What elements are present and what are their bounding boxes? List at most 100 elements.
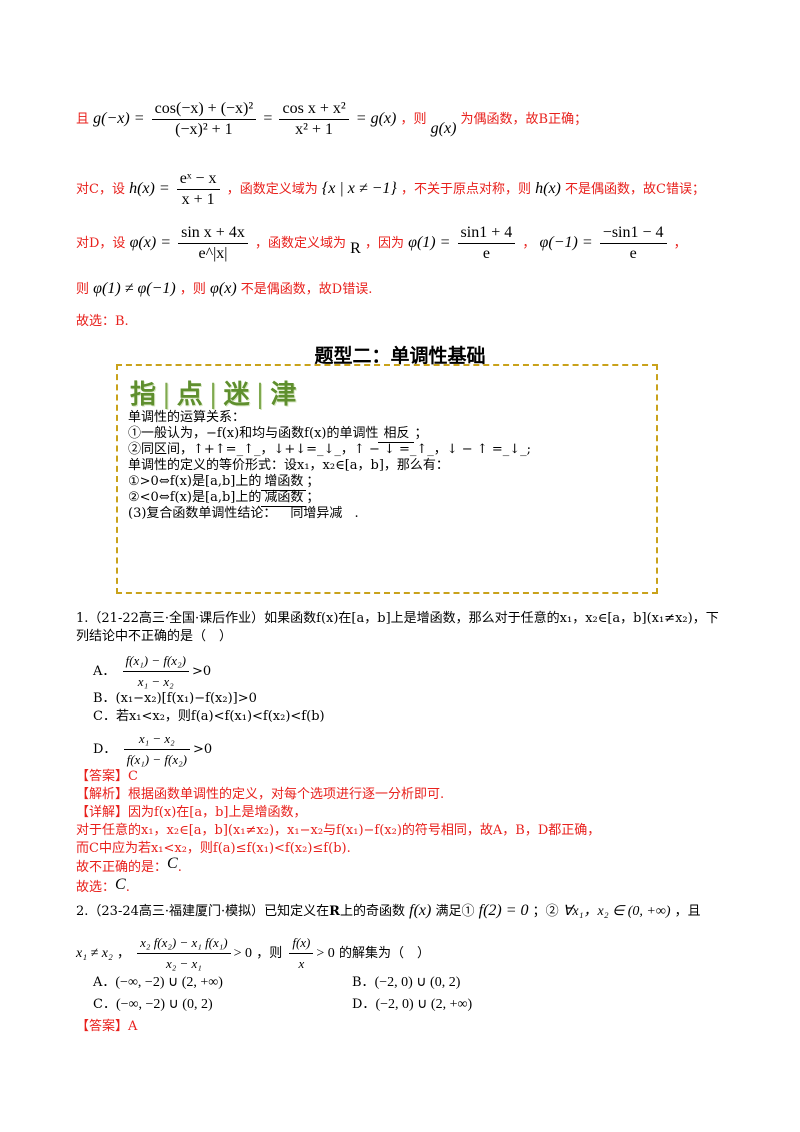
q2-option-a: A．(−∞, −2) ∪ (2, +∞) [93, 974, 223, 992]
c-hx2: h(x) [535, 180, 561, 197]
q2-stem-1-a: 2.（23-24高三·福建厦门·模拟）已知定义在 [76, 904, 330, 919]
g-tail: 为偶函数，故B正确； [460, 112, 588, 127]
tips-line-3: ②同区间，↑+↑=_↑_，↓+↓=_↓_，↑ − ↓ =_↑_，↓ − ↑ =_… [128, 442, 532, 457]
d-mid: ，函数定义域为 [254, 236, 346, 251]
g-lhs: g(−x) = [93, 110, 145, 127]
q1-choose-c: . [125, 880, 130, 895]
q1-option-a: A． f(x₁) − f(x₂) x₁ − x₂ >0 [93, 652, 211, 691]
d-sep: ， [522, 236, 536, 251]
q1-detail-4-c: . [177, 860, 182, 875]
q1-detail-4: 故不正确的是：C. [76, 855, 182, 877]
tips-line-4: 单调性的定义的等价形式：设x₁，x₂∈[a，b]，那么有： [128, 458, 449, 473]
q2-stem-1-e: ，且 [674, 904, 701, 919]
g-frac-2: cos x + x² x² + 1 [279, 100, 349, 139]
d-phim1: φ(−1) = [539, 234, 593, 251]
q1-option-a-label: A． [93, 664, 116, 679]
q2-condition-frac: x₂ f(x₂) − x₁ f(x₁) x₂ − x₁ [137, 934, 231, 973]
d-phi1-frac: sin1 + 4 e [457, 224, 516, 263]
tips-line-7-a: (3)复合函数单调性结论： [128, 506, 277, 521]
section-title: 题型二：单调性基础 [314, 345, 486, 367]
d-prefix: 对D，设 [76, 236, 126, 251]
q1-stem-line-1: 1.（21-22高三·全国·课后作业）如果函数f(x)在[a，b]上是增函数，那… [76, 611, 719, 626]
q1-option-d-frac: x₁ − x₂ f(x₁) − f(x₂) [123, 730, 190, 769]
g-comma: ，则 [400, 112, 427, 127]
d-phim1-den: e [629, 245, 637, 262]
c-prefix: 对C，设 [76, 182, 125, 197]
q1-option-d: D． x₁ − x₂ f(x₁) − f(x₂) >0 [93, 730, 212, 769]
d-frac-num: sin x + 4x [178, 224, 248, 244]
tips-line-6-blank: 减函数 [261, 490, 307, 507]
q2-stem-1-d: ；② [532, 904, 559, 919]
c-frac-den: x + 1 [181, 191, 215, 208]
solution-c-line: 对C，设 h(x) = eˣ − x x + 1 ，函数定义域为 {x | x … [76, 170, 705, 209]
q1-option-c: C．若x₁<x₂，则f(a)<f(x₁)<f(x₂)<f(b) [93, 709, 325, 724]
q2-answer: 【答案】A [76, 1019, 138, 1034]
then-phix: φ(x) [210, 280, 237, 297]
d-phim1-num: −sin1 − 4 [599, 224, 667, 244]
tips-header-sep-3: | [255, 380, 267, 410]
tips-line-2-a: ①一般认为，−f(x)和均与函数f(x)的单调性 [128, 426, 379, 441]
q1-choose: 故选：C. [76, 876, 130, 897]
c-frac: eˣ − x x + 1 [176, 170, 220, 209]
q2-stem-1-fx: f(x) [409, 902, 432, 919]
tips-line-5-a: ①>0⇔f(x)是[a,b]上的 [128, 474, 262, 489]
c-frac-num: eˣ − x [176, 170, 220, 190]
d-phi1-num: sin1 + 4 [457, 224, 516, 244]
q2-stem-2-d: 的解集为（ ） [338, 946, 430, 961]
then-prefix: 则 [76, 282, 90, 297]
d-tail: ， [673, 236, 687, 251]
tips-line-2-blank: 相反 [378, 426, 415, 443]
q1-answer: 【答案】C [76, 769, 138, 784]
q2-stem-1-c: 满足① [435, 904, 475, 919]
q2-condition-den: x₂ − x₁ [165, 956, 202, 971]
q2-stem-2-c: ，则 [256, 946, 283, 961]
q2-option-b: B．(−2, 0) ∪ (0, 2) [352, 974, 460, 992]
q2-stem-1-b: 上的奇函数 [339, 904, 405, 919]
g-eq1: = [263, 110, 273, 127]
q2-stem-1-R: R [329, 904, 340, 919]
solution-d-line: 对D，设 φ(x) = sin x + 4x e^|x| ，函数定义域为 R ，… [76, 224, 687, 263]
q1-option-a-num: f(x₁) − f(x₂) [122, 652, 189, 672]
d-frac: sin x + 4x e^|x| [178, 224, 248, 263]
q1-detail-4-b: C [167, 855, 178, 872]
d-phix: φ(x) = [129, 234, 171, 251]
q2-inequality-den: x [298, 956, 305, 971]
q2-inequality-tail: > 0 [316, 946, 335, 961]
q2-condition-num: x₂ f(x₂) − x₁ f(x₁) [137, 934, 231, 954]
tips-line-1: 单调性的运算关系： [128, 410, 246, 425]
tips-line-7-blank: 同增异减 [290, 506, 343, 521]
q1-detail-2: 对于任意的x₁，x₂∈[a，b](x₁≠x₂)，x₁−x₂与f(x₁)−f(x₂… [76, 823, 601, 838]
tips-line-6-b: ； [306, 490, 320, 505]
tips-line-7-b: . [354, 506, 359, 521]
tips-header-char-4: 津 [270, 380, 299, 410]
c-mid: ，函数定义域为 [226, 182, 318, 197]
q2-stem-1-f2: f(2) = 0 [478, 902, 529, 919]
tips-line-5-blank: 增函数 [261, 474, 307, 491]
tips-header-sep-1: | [162, 380, 173, 410]
tips-line-2-b: ； [414, 426, 428, 441]
q2-condition-tail: > 0 [233, 946, 253, 961]
tips-header: 指|点|迷|津 [130, 374, 298, 411]
q2-stem-line-2: x₁ ≠ x₂ ， x₂ f(x₂) − x₁ f(x₁) x₂ − x₁ > … [76, 934, 430, 973]
q2-stem-2-b: ， [117, 946, 131, 961]
tips-line-6-a: ②<0⇔f(x)是[a,b]上的 [128, 490, 262, 505]
tips-header-sep-2: | [208, 380, 220, 410]
q2-stem-2-a: x₁ ≠ x₂ [76, 946, 113, 961]
q1-option-a-den: x₁ − x₂ [137, 674, 174, 689]
q2-stem-line-1: 2.（23-24高三·福建厦门·模拟）已知定义在R上的奇函数 f(x) 满足① … [76, 902, 701, 921]
q1-choose-a: 故选： [76, 880, 116, 895]
c-tail: 不是偶函数，故C错误； [565, 182, 705, 197]
tips-header-char-2: 点 [176, 380, 205, 410]
q1-detail-3: 而C中应为若x₁<x₂，则f(a)≤f(x₁)<f(x₂)≤f(b). [76, 841, 351, 856]
d-phi1: φ(1) = [408, 234, 451, 251]
solution-g-line: 且 g(−x) = cos(−x) + (−x)² (−x)² + 1 = co… [76, 100, 587, 139]
q1-analysis: 【解析】根据函数单调性的定义，对每个选项进行逐一分析即可. [76, 787, 445, 802]
q1-option-d-num: x₁ − x₂ [123, 730, 190, 750]
c-hx: h(x) = [129, 180, 170, 197]
q2-option-d-label: D． [352, 997, 376, 1012]
q1-option-a-frac: f(x₁) − f(x₂) x₁ − x₂ [122, 652, 189, 691]
g-frac-1-num: cos(−x) + (−x)² [151, 100, 257, 120]
q2-option-c-value: (−∞, −2) ∪ (0, 2) [115, 997, 213, 1012]
q1-option-b: B．(x₁−x₂)[f(x₁)−f(x₂)]>0 [93, 691, 257, 706]
c-mid2: ，不关于原点对称，则 [400, 182, 531, 197]
